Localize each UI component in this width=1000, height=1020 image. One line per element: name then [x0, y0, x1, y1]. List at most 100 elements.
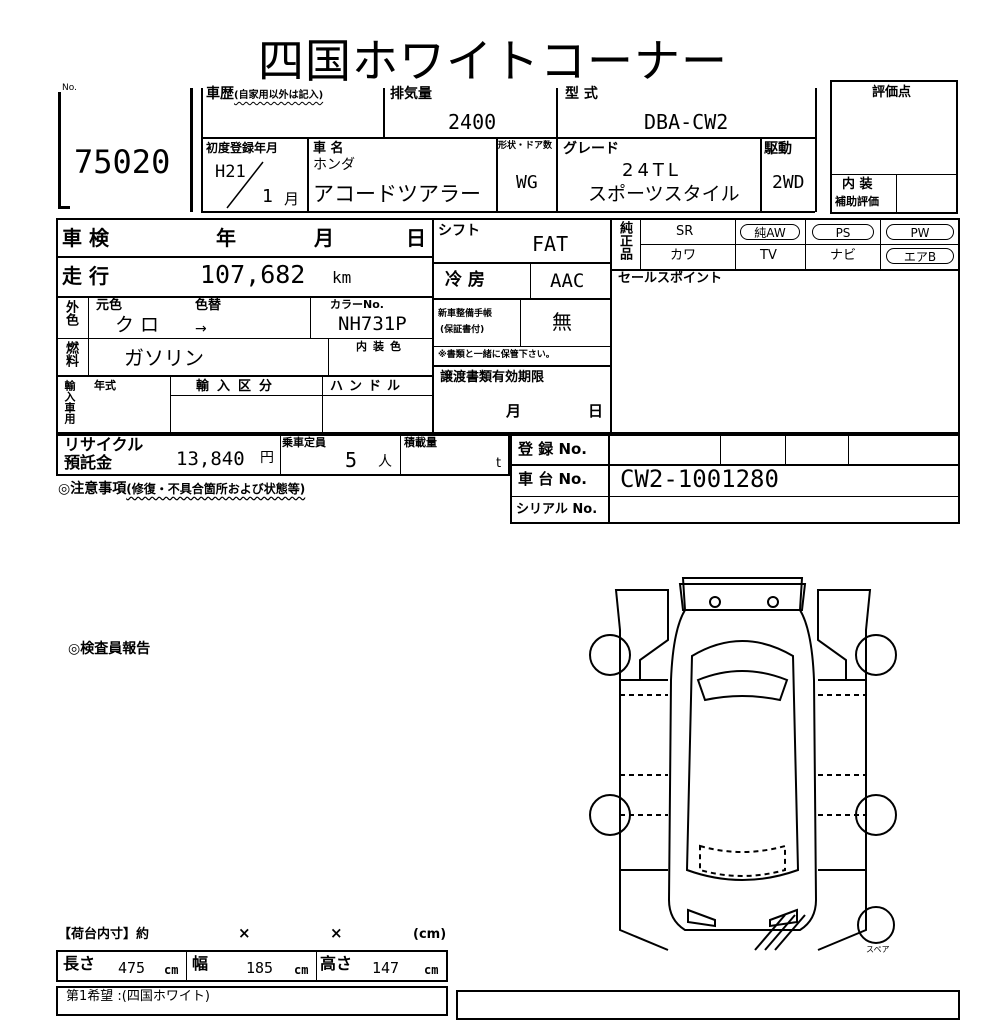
inspector-label: ◎検査員報告 — [68, 641, 151, 657]
car-diagram — [589, 577, 897, 951]
page-title: 四国ホワイトコーナー — [258, 34, 728, 88]
first-reg-slash — [226, 161, 264, 209]
length-unit: cm — [164, 963, 179, 977]
mileage-value: 107,682 — [200, 260, 306, 289]
width-label: 幅 — [192, 954, 209, 973]
caution-label: ◎注意事項(修復・不具合箇所および状態等) — [58, 481, 306, 497]
registration-label: 登 録 No. — [518, 440, 588, 458]
manual-label: 新車整備手帳 — [438, 309, 493, 319]
height-label: 高さ — [320, 954, 353, 973]
color-repaint-label: 色替 — [195, 298, 222, 313]
history-label: 車歴(自家用以外は記入) — [206, 86, 324, 102]
genuine-tv: TV — [760, 248, 777, 263]
import-year-label: 年式 — [94, 379, 116, 392]
mileage-label: 走 行 — [62, 264, 109, 288]
car-name-label: 車 名 — [313, 141, 344, 156]
color-orig-label: 元色 — [96, 298, 123, 313]
load-label: 積載量 — [404, 436, 437, 449]
cargo-unit: (cm) — [413, 927, 447, 942]
inspection-month: 月 — [314, 226, 334, 250]
first-reg-label: 初度登録年月 — [206, 141, 279, 155]
inspection-day: 日 — [406, 226, 426, 250]
color-label: 外色 — [63, 300, 78, 326]
interior-score-label2: 補助評価 — [835, 195, 879, 208]
displacement-label: 排気量 — [390, 86, 432, 102]
color-repaint: → — [195, 321, 207, 337]
wish-text: 第1希望 :(四国ホワイト) — [66, 989, 210, 1004]
serial-label: シリアル No. — [516, 502, 598, 517]
length-value: 475 — [118, 959, 146, 977]
color-orig: クロ — [115, 314, 166, 336]
inspection-year: 年 — [216, 226, 236, 250]
transfer-day: 日 — [588, 402, 604, 420]
bottom-right-box — [456, 990, 960, 1020]
chassis-value: CW2-1001280 — [620, 465, 779, 493]
manual-value: 無 — [552, 310, 572, 334]
drive-label: 駆動 — [764, 141, 792, 157]
height-unit: cm — [424, 963, 439, 977]
lot-label: No. — [62, 83, 77, 93]
recycle-value: 13,840 — [176, 448, 245, 470]
body-shape-label: 形状・ドア数 — [498, 141, 553, 151]
cargo-label: 【荷台内寸】約 — [58, 927, 150, 942]
genuine-navi: ナビ — [830, 248, 857, 263]
color-code-label: カラーNo. — [330, 298, 384, 311]
color-code: NH731P — [338, 313, 407, 335]
grade-line1: 24TL — [622, 160, 682, 181]
first-reg-month: 1 — [262, 186, 273, 207]
score-box — [830, 80, 958, 214]
car-maker: ホンダ — [313, 157, 355, 173]
first-reg-month-unit: 月 — [284, 190, 300, 208]
recycle-row — [56, 434, 510, 476]
capacity-label: 乗車定員 — [282, 436, 326, 449]
score-label: 評価点 — [872, 85, 912, 100]
import-type-label: 輸入区分 — [196, 379, 281, 394]
load-unit: t — [496, 456, 502, 471]
genuine-sr: SR — [676, 224, 694, 239]
length-label: 長さ — [63, 954, 96, 973]
inspection-label: 車 検 — [62, 226, 109, 250]
model-value: DBA-CW2 — [644, 110, 729, 134]
first-reg-era: H21 — [215, 162, 246, 182]
width-unit: cm — [294, 963, 309, 977]
shift-value: FAT — [532, 232, 569, 256]
dims-table — [56, 950, 448, 982]
import-label: 輸入車用 — [63, 380, 76, 424]
interior-color-label: 内装色 — [356, 340, 407, 353]
import-handle-label: ハンドル — [330, 379, 407, 394]
capacity-unit: 人 — [378, 454, 392, 470]
car-name: アコードツアラー — [313, 182, 481, 206]
lot-number: 75020 — [74, 143, 171, 181]
lot-bracket-left — [58, 92, 61, 208]
lot-bracket-bottom — [58, 206, 70, 209]
cargo-x2: × — [330, 924, 343, 942]
genuine-airbag: エアB — [886, 248, 954, 264]
grade-line2: スポーツスタイル — [588, 183, 740, 205]
drive-value: 2WD — [772, 172, 805, 193]
transfer-month: 月 — [506, 402, 522, 420]
fuel-label: 燃料 — [63, 341, 78, 367]
mileage-unit: km — [332, 268, 352, 287]
cargo-x1: × — [238, 924, 251, 942]
recycle-label: リサイクル — [64, 435, 144, 454]
manual-label2: (保証書付) — [440, 325, 485, 335]
sales-point-label: セールスポイント — [618, 271, 723, 286]
spare-label: スペア — [866, 945, 890, 954]
grade-label: グレード — [563, 141, 619, 157]
genuine-pw: PW — [886, 224, 954, 240]
displacement-value: 2400 — [448, 110, 497, 134]
fuel-value: ガソリン — [124, 346, 204, 370]
transfer-label: 譲渡書類有効期限 — [440, 370, 545, 385]
capacity-value: 5 — [345, 448, 358, 472]
width-value: 185 — [246, 959, 274, 977]
genuine-ps: PS — [812, 224, 874, 240]
middle-table — [56, 218, 960, 434]
manual-note: ※書類と一緒に保管下さい。 — [438, 350, 555, 360]
ac-value: AAC — [550, 270, 585, 292]
genuine-leather: カワ — [670, 248, 697, 263]
ac-label: 冷 房 — [445, 270, 485, 290]
recycle-unit: 円 — [260, 450, 274, 466]
body-shape-value: WG — [516, 172, 538, 193]
height-value: 147 — [372, 959, 400, 977]
chassis-label: 車 台 No. — [518, 470, 588, 488]
